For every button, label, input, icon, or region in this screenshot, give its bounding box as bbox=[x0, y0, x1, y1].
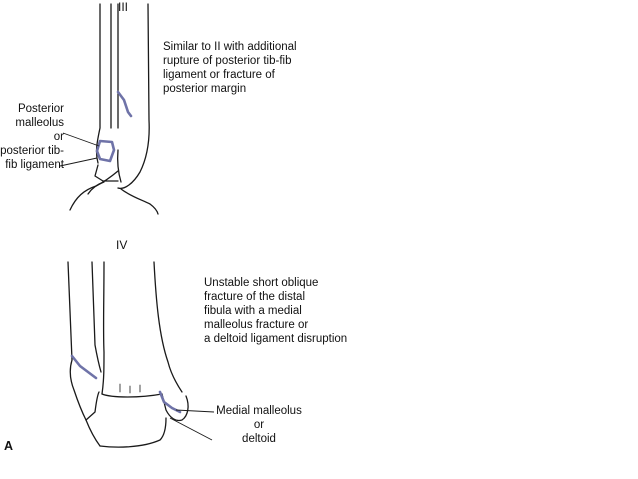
stage-iv-description-line: a deltoid ligament disruption bbox=[204, 333, 348, 345]
stage-iv-description-line: Unstable short oblique bbox=[204, 277, 319, 289]
stage-iv-medial-fracture-mark bbox=[158, 390, 182, 414]
stage-iv-drawing bbox=[67, 261, 189, 448]
stage-iii-description-line: posterior margin bbox=[163, 83, 247, 95]
stage-iii-talus bbox=[69, 170, 119, 211]
stage-iv-tibia bbox=[101, 261, 105, 395]
stage-iv-talus bbox=[85, 419, 101, 447]
stage-iv-medial-malleolus bbox=[161, 393, 189, 422]
stage-iii-fibula-fracture-mark bbox=[116, 90, 133, 118]
stage-iv-callout: Medial malleolus or deltoid bbox=[214, 404, 304, 446]
stage-iii-label: III bbox=[118, 0, 129, 14]
stage-iv-fibula-fracture-mark bbox=[70, 354, 98, 380]
stage-iii-callout-line: posterior tib- bbox=[0, 145, 64, 157]
stage-iii-callout-leader bbox=[62, 132, 100, 147]
stage-iii-description-line: ligament or fracture of bbox=[163, 69, 275, 81]
stage-iv-lateral-malleolus bbox=[69, 359, 87, 421]
stage-iii-callout-line: Posterior bbox=[17, 103, 64, 115]
stage-iv-label: IV bbox=[116, 238, 128, 252]
stage-iii-description-line: rupture of posterior tib-fib bbox=[163, 55, 292, 67]
stage-iii-posterior-malleolus-mark bbox=[95, 139, 116, 163]
stage-iii-callout-line: or bbox=[53, 131, 64, 143]
stage-iv-callout-line: Medial malleolus bbox=[216, 405, 302, 417]
stage-iii-fibula bbox=[95, 3, 101, 164]
stage-iv-description-line: malleolus fracture or bbox=[204, 319, 309, 331]
stage-iii-callout-line: fib ligament bbox=[5, 159, 64, 171]
stage-iv-description-line: fracture of the distal bbox=[204, 291, 305, 303]
stage-iii-callout-line: malleolus bbox=[15, 117, 64, 129]
stage-iii-description-line: Similar to II with additional bbox=[163, 41, 297, 53]
stage-iv-callout-leader bbox=[175, 409, 215, 413]
stage-iii-injury-marks bbox=[95, 90, 133, 163]
stage-iii-callout: Posterior malleolus or posterior tib- fi… bbox=[0, 102, 64, 172]
stage-iv-description: Unstable short oblique fracture of the d… bbox=[204, 276, 347, 346]
stage-iv-callout-line: or bbox=[253, 419, 265, 431]
stage-iv-callout-line: deltoid bbox=[242, 433, 276, 445]
figure-letter: A bbox=[4, 439, 14, 453]
stage-iii-description: Similar to II with additional rupture of… bbox=[163, 40, 297, 96]
stage-iv-fibula bbox=[67, 261, 73, 361]
stage-iv-description-line: fibula with a medial bbox=[204, 305, 302, 317]
stage-iii-drawing bbox=[69, 3, 159, 215]
